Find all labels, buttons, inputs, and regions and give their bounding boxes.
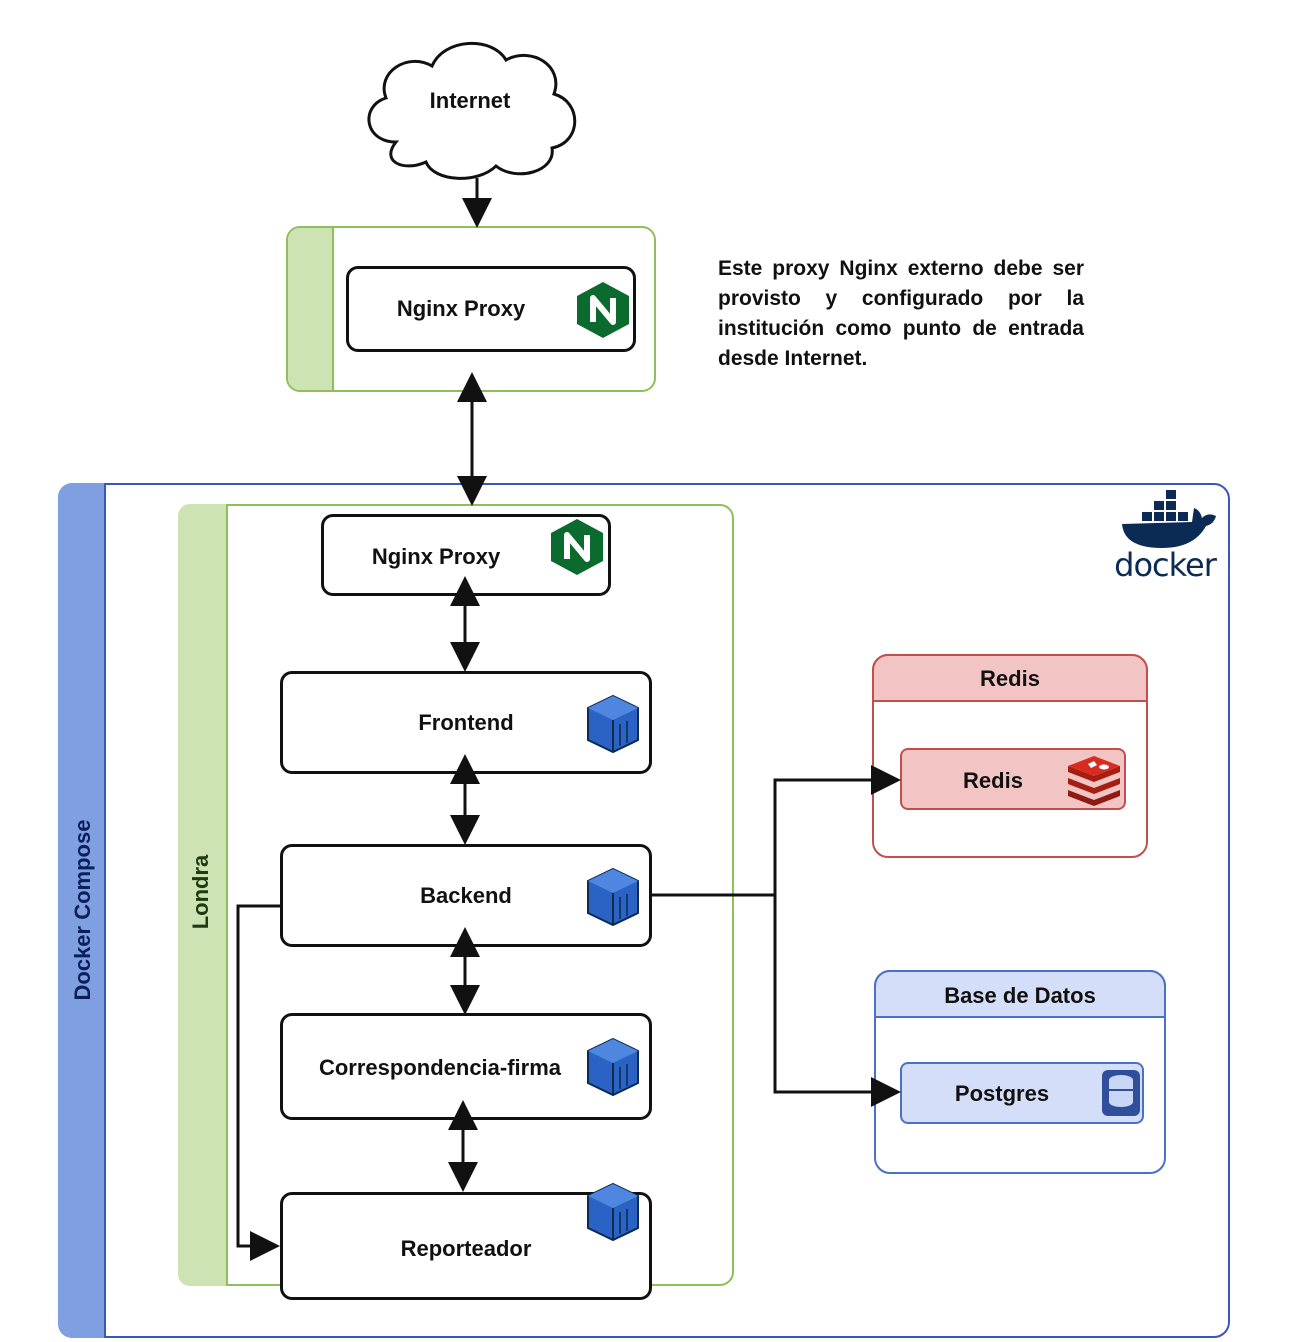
correspondencia-firma-label: Correspondencia-firma bbox=[318, 1055, 562, 1080]
frontend-label: Frontend bbox=[418, 710, 514, 735]
postgres-icon bbox=[1102, 1070, 1140, 1116]
docker-logo-text: docker bbox=[1114, 546, 1217, 584]
database-group-header bbox=[874, 970, 1166, 1018]
redis-service-label: Redis bbox=[963, 768, 1023, 793]
backend-label: Backend bbox=[420, 883, 512, 908]
londra-strip bbox=[178, 504, 228, 1286]
container-icon bbox=[587, 867, 639, 927]
reporteador-label: Reporteador bbox=[400, 1236, 532, 1261]
cloud-icon bbox=[367, 41, 577, 180]
redis-group-title: Redis bbox=[980, 666, 1040, 691]
external-nginx-proxy-label: Nginx Proxy bbox=[396, 296, 526, 321]
postgres-service-label: Postgres bbox=[954, 1081, 1050, 1106]
internal-nginx-label: Nginx Proxy bbox=[371, 544, 501, 569]
backend-postgres-arrow bbox=[773, 895, 901, 1107]
redis-group-header bbox=[872, 654, 1148, 702]
backend-redis-arrow bbox=[652, 765, 901, 897]
database-group-title: Base de Datos bbox=[944, 983, 1096, 1008]
nginx-icon bbox=[551, 519, 603, 575]
container-icon bbox=[587, 1037, 639, 1097]
internet-label: Internet bbox=[429, 88, 511, 113]
nginx-icon bbox=[577, 282, 629, 338]
redis-icon bbox=[1068, 756, 1120, 806]
backend-reporteador-arrow bbox=[236, 904, 280, 1261]
note-text: Este proxy Nginx externo debe ser provis… bbox=[718, 257, 1084, 370]
docker-compose-strip bbox=[58, 483, 106, 1338]
container-icon bbox=[587, 694, 639, 754]
container-icon bbox=[587, 1182, 639, 1242]
docker-whale-icon bbox=[1122, 490, 1216, 548]
